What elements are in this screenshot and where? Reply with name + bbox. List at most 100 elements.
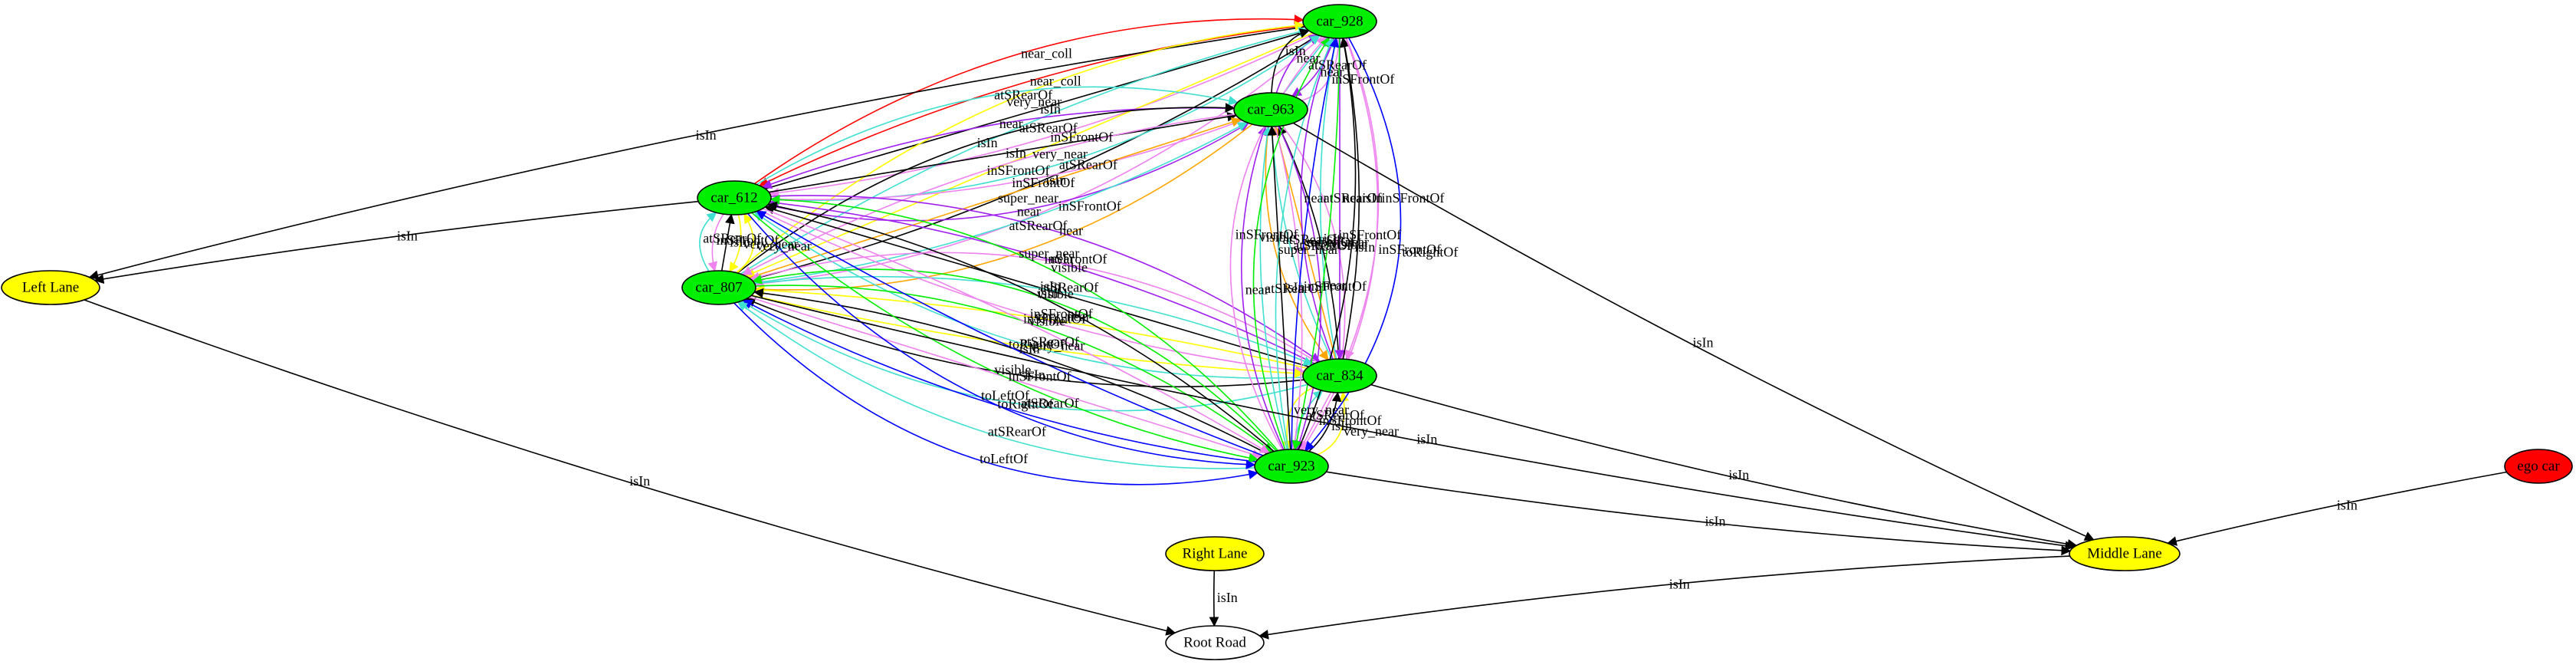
node-shape xyxy=(2069,536,2181,571)
edge-label: toRightOf xyxy=(997,397,1053,412)
edge-label: isIn xyxy=(1040,101,1061,117)
edge-label: isIn xyxy=(1331,418,1352,433)
edge-label: atSRearOf xyxy=(988,424,1046,439)
edge-label: isIn xyxy=(730,235,750,250)
edge-car_963-car_834-inSFrontOf xyxy=(1281,125,1348,360)
edge-car_834-car_612-near xyxy=(769,198,1315,364)
edge-left_lane-root_road-isIn xyxy=(84,299,1176,636)
edge-car_928-car_923-visible xyxy=(1291,38,1341,451)
edge-label: near xyxy=(1321,64,1344,80)
node-label: Middle Lane xyxy=(2087,546,2162,562)
edge-car_963-car_807-inSFrontOf xyxy=(741,114,1235,275)
node-shape xyxy=(1302,4,1377,39)
edge-ego_car-middle_lane-isIn xyxy=(2167,471,2507,546)
edge-label: very_near xyxy=(1029,338,1085,354)
edge-car_923-car_928-atSRearOf xyxy=(1275,37,1334,450)
edge-car_612-car_928-near_coll xyxy=(753,14,1304,185)
edge-label: near xyxy=(1323,278,1347,293)
node-shape xyxy=(1165,536,1265,571)
edge-label: isIn xyxy=(1019,341,1040,356)
edge-car_928-car_807-very_near xyxy=(744,32,1314,278)
node-label: car_807 xyxy=(695,280,742,296)
edge-label: isIn xyxy=(1416,432,1437,447)
edge-label: visible xyxy=(994,362,1031,377)
edge-label: inSFrontOf xyxy=(1023,311,1086,326)
edges-layer xyxy=(84,14,2507,640)
node-shape xyxy=(1302,358,1377,393)
node-label: car_834 xyxy=(1316,368,1363,384)
edge-car_807-car_923-toLeftOf xyxy=(733,302,1258,485)
edge-label: isIn xyxy=(1285,43,1306,58)
node-label: car_923 xyxy=(1268,459,1314,475)
edge-label: isIn xyxy=(1040,278,1061,294)
node-root-road: Root Road xyxy=(1165,625,1265,660)
edge-car_923-car_963-near xyxy=(1241,125,1285,450)
edge-label: isIn xyxy=(2337,497,2358,512)
edge-car_807-middle_lane-isIn xyxy=(751,295,2076,551)
edge-car_834-middle_lane-isIn xyxy=(1370,383,2078,549)
edge-label: atSRearOf xyxy=(1265,281,1323,296)
edge-car_807-car_928-isIn xyxy=(750,35,1319,281)
edge-car_612-car_834-near xyxy=(770,195,1321,363)
edge-label: near xyxy=(1245,281,1269,297)
edge-label: super_near xyxy=(998,190,1058,206)
edge-car_928-car_923-toRightOf xyxy=(1304,37,1402,452)
edge-label: very_near xyxy=(1032,146,1088,162)
edge-label: inSFrontOf xyxy=(1030,306,1093,321)
edge-label: atSRearOf xyxy=(1293,238,1351,253)
edge-car_834-car_928-atSRearOf xyxy=(1319,37,1340,360)
edge-label: atSRearOf xyxy=(1324,190,1382,206)
edge-label: isIn xyxy=(977,135,998,150)
edge-label: isIn xyxy=(1038,285,1058,301)
edge-label: very_near xyxy=(1006,94,1062,109)
edge-label: very_near xyxy=(1035,308,1091,324)
node-label: car_612 xyxy=(710,190,757,206)
edge-label: inSFrontOf xyxy=(1050,129,1113,144)
node-shape xyxy=(1233,92,1308,127)
edge-label: near xyxy=(1297,51,1321,66)
edge-label: isIn xyxy=(629,473,650,489)
edge-car_834-car_612-atSRearOf xyxy=(753,211,1304,379)
edge-label: atSRearOf xyxy=(1019,120,1078,136)
edge-label: isIn xyxy=(397,229,418,244)
edge-car_928-car_807-inSFrontOf xyxy=(753,35,1324,288)
edge-label: atSRearOf xyxy=(1021,334,1079,349)
edge-label: inSFrontOf xyxy=(1378,242,1441,257)
node-shape xyxy=(681,270,756,305)
edge-car_807-car_612-isIn xyxy=(720,213,735,271)
edge-car_834-car_807-very_near xyxy=(754,285,1308,369)
edge-car_612-car_963-near xyxy=(767,122,1249,222)
edge-label: atSRearOf xyxy=(1059,156,1117,172)
edge-label: near xyxy=(1343,190,1367,206)
edge-car_612-car_807-inSFrontOf xyxy=(707,213,724,272)
edge-car_807-car_834-very_near xyxy=(751,295,1304,379)
edge-label: atSRearOf xyxy=(994,87,1052,103)
node-label: car_928 xyxy=(1316,14,1363,30)
edge-label: visible xyxy=(1331,237,1367,252)
nodes-layer: car_928car_963car_612car_807car_834car_9… xyxy=(1,4,2573,660)
edge-label: isIn xyxy=(1006,146,1026,161)
edge-car_928-car_612-inSFrontOf xyxy=(769,33,1315,198)
edge-car_923-car_928-visible xyxy=(1252,37,1331,450)
edge-label: isIn xyxy=(1693,334,1714,350)
edge-car_923-car_807-atSRearOf xyxy=(737,301,1255,469)
edge-car_923-car_928-toLeftOf xyxy=(1291,37,1340,450)
edge-car_923-car_807-visible xyxy=(752,268,1277,452)
edge-car_923-middle_lane-isIn xyxy=(1326,471,2072,556)
node-left-lane: Left Lane xyxy=(1,270,100,305)
edge-label: visible xyxy=(1259,229,1296,245)
edge-car_923-car_928-isIn xyxy=(1298,37,1357,450)
node-shape xyxy=(697,180,772,216)
edge-label: inSFrontOf xyxy=(1338,227,1401,242)
edge-car_612-car_923-toLeftOf xyxy=(747,212,1256,470)
edge-label: super_near xyxy=(1019,245,1079,261)
edge-label: isIn xyxy=(1728,467,1749,482)
node-label: ego car xyxy=(2517,459,2560,475)
edge-car_963-car_923-inSFrontOf xyxy=(1274,126,1303,451)
edge-car_612-car_923-visible xyxy=(751,212,1259,463)
edge-label: isIn xyxy=(1362,190,1383,206)
edge-car_807-car_928-atSRearOf xyxy=(740,27,1309,275)
edge-car_963-middle_lane-isIn xyxy=(1292,122,2095,541)
edge-car_923-car_612-toRightOf xyxy=(756,210,1264,456)
